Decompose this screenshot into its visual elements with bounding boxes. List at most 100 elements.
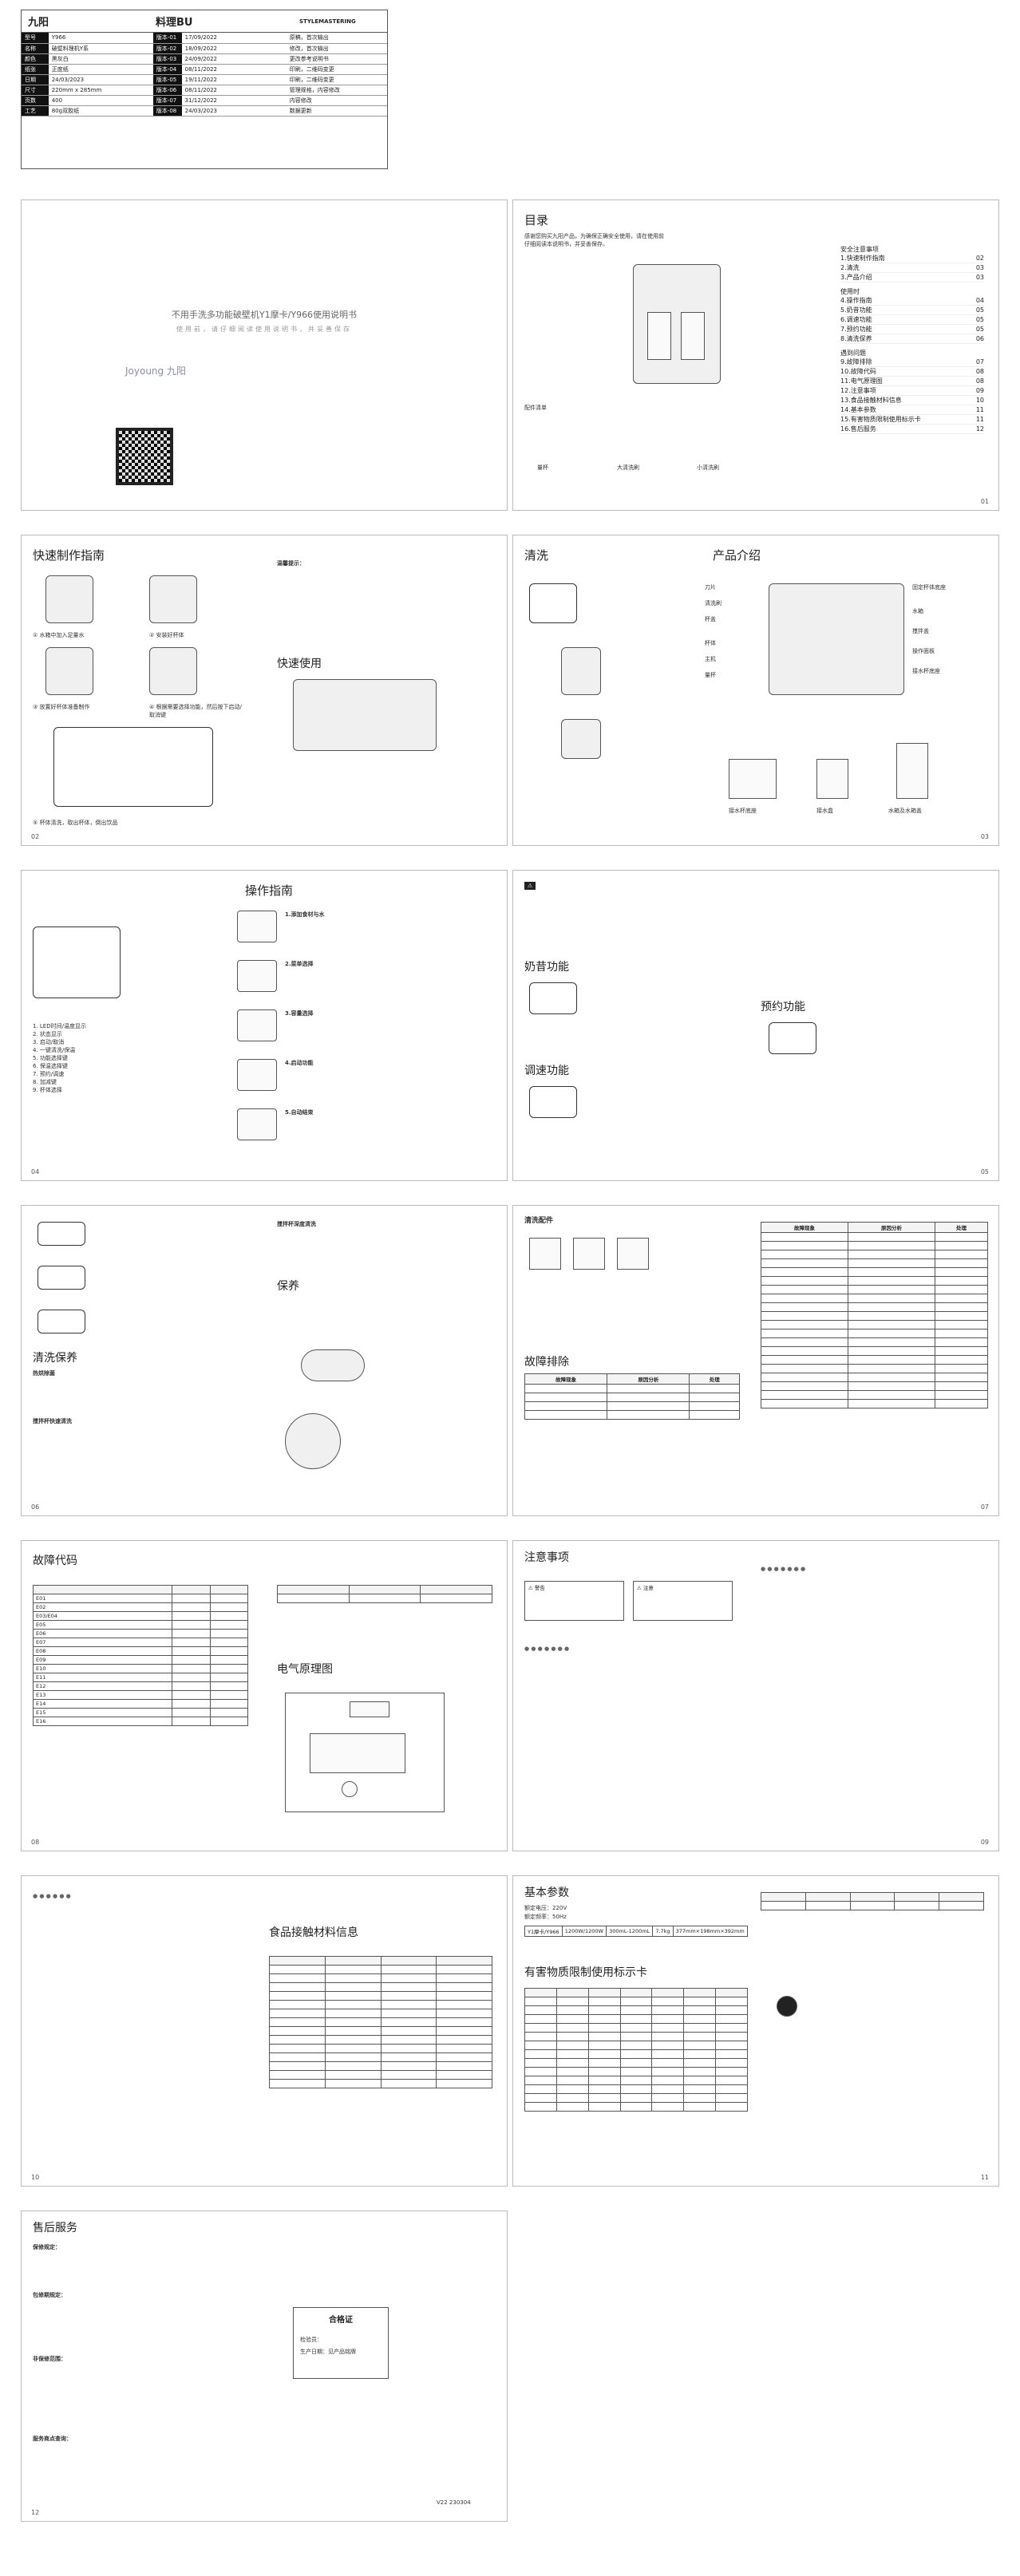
spec-cell: 19/11/2022 xyxy=(181,74,287,85)
toc-item-label: 8.清洗保养 xyxy=(840,335,872,342)
cover-logo: Joyoung 九阳 xyxy=(125,365,186,377)
part-label-6: 量杯 xyxy=(705,672,716,678)
care-heading: 保养 xyxy=(277,1280,299,1293)
part-label-7: 固定杯体底座 xyxy=(912,584,946,591)
step-title: 4.启动功能 xyxy=(285,1060,314,1066)
notes-body-left: ● ● ● ● ● ● ● xyxy=(524,1646,570,1652)
spec-cell: 尺寸 xyxy=(22,85,49,96)
spec-cell: 修改，首次输出 xyxy=(286,43,387,54)
notes-heading: 注意事项 xyxy=(524,1551,569,1564)
error-code: E03/E04 xyxy=(32,1611,173,1621)
toc-item-label: 2.清洗 xyxy=(840,264,860,271)
function-page: ⚠ 奶昔功能 调速功能 预约功能 05 xyxy=(512,870,999,1181)
toc-item-page: 07 xyxy=(975,358,984,365)
page-number: 05 xyxy=(980,1168,989,1175)
panel-item-label: 7. 预约/调速 xyxy=(33,1071,65,1077)
col-header: 原因分析 xyxy=(847,1222,935,1233)
service-page: 售后服务 保修规定： 包修期规定： 非保修范围： 服务商点查询： 合格证 检验员… xyxy=(21,2211,508,2522)
error-code: E01 xyxy=(32,1594,173,1603)
toc-item-label: 13.食品接触材料信息 xyxy=(840,397,902,404)
acc-2-illustration xyxy=(573,1238,605,1270)
speed-panel-illustration xyxy=(529,1086,577,1118)
bottom-label-2: 接水盒 xyxy=(816,808,833,814)
param-power: 1200W/1200W xyxy=(561,1926,607,1937)
cert-line-1: 检验员： xyxy=(300,2337,322,2343)
params-page: 基本参数 额定电压：220V 额定频率：50Hz Y1摩卡/Y966 1200W… xyxy=(512,1875,999,2187)
lid-illustration xyxy=(301,1349,365,1381)
toc-item-label: 6.调速功能 xyxy=(840,316,872,323)
spec-cell: 破壁料理机Y系 xyxy=(48,43,153,54)
acc-heading: 清洗配件 xyxy=(524,1217,554,1225)
caution-box: ⚠ 注意 xyxy=(633,1581,733,1621)
intro-heading: 产品介绍 xyxy=(713,548,761,563)
quick-use-heading: 快速使用 xyxy=(277,658,322,670)
error-code: E09 xyxy=(32,1655,173,1665)
quick-step-2: ② 安装好杯体 xyxy=(149,632,184,638)
spec-cell: 型号 xyxy=(22,33,49,44)
spec-cell: 数据更新 xyxy=(286,105,387,117)
spec-cell: 版本-03 xyxy=(152,53,182,65)
spec-cell: 220mm x 285mm xyxy=(48,85,153,96)
spec-cell: 24/03/2023 xyxy=(48,74,153,85)
toc-group-label: 遇到问题 xyxy=(840,350,866,357)
qr-code-icon xyxy=(116,428,173,485)
spec-cell: 名称 xyxy=(22,43,49,54)
step-illustration xyxy=(237,960,277,992)
toc-item-page: 08 xyxy=(975,377,984,385)
toc-item-page: 06 xyxy=(975,335,984,342)
panel-item-label: 8. 加减键 xyxy=(33,1079,57,1085)
hazard-row xyxy=(524,2084,748,2094)
error-code: E16 xyxy=(32,1717,173,1726)
blade-illustration xyxy=(285,1413,341,1469)
accessory-1: 量杯 xyxy=(537,464,548,471)
clean-step1-illustration xyxy=(529,583,577,623)
clean-step3-illustration xyxy=(561,719,601,759)
bottom-label-3: 水箱及水箱盖 xyxy=(888,808,922,814)
cover-title: 不用手洗多功能破壁机Y1摩卡/Y966使用说明书 xyxy=(171,310,358,320)
water-box-illustration xyxy=(816,759,848,799)
speed-heading: 调速功能 xyxy=(524,1065,569,1077)
toc-item-page: 11 xyxy=(975,406,984,413)
product-illustration xyxy=(769,583,904,695)
step2-illustration xyxy=(149,575,197,623)
col-header: 原因分析 xyxy=(607,1373,690,1385)
spec-cell: 日期 xyxy=(22,74,49,85)
notes-page: 注意事项 ⚠ 警告 ⚠ 注意 ● ● ● ● ● ● ● ● ● ● ● ● ●… xyxy=(512,1540,999,1851)
maint-panel-3 xyxy=(38,1310,85,1333)
circuit-diagram xyxy=(285,1693,445,1812)
spec-cell: 管理规格，内容修改 xyxy=(286,85,387,96)
maint-heading: 清洗保养 xyxy=(33,1352,77,1365)
trouble-table-left: 故障现象 原因分析 处理 xyxy=(524,1373,740,1420)
toc-item-page: 09 xyxy=(975,387,984,394)
error-code: E10 xyxy=(32,1664,173,1673)
step-illustration xyxy=(237,911,277,942)
machine-illustration xyxy=(633,264,721,384)
food-heading: 食品接触材料信息 xyxy=(269,1926,358,1939)
accessories-label: 配件清单 xyxy=(524,405,547,411)
motor-icon xyxy=(342,1781,358,1797)
operation-step: 3.容量选择 xyxy=(237,1009,492,1059)
spec-cell: 24/09/2022 xyxy=(181,53,287,65)
page-number: 10 xyxy=(31,2174,40,2181)
spec-cell: 正度纸 xyxy=(48,64,153,75)
spec-cell: 80g双胶纸 xyxy=(48,105,153,117)
notice-title: 温馨提示： xyxy=(277,560,305,567)
maint-sub2: 搅拌杯快速清洗 xyxy=(33,1418,72,1424)
error-code: E11 xyxy=(32,1673,173,1682)
circuit-block xyxy=(310,1733,405,1773)
clean-step2-illustration xyxy=(561,647,601,695)
hazard-row xyxy=(524,2023,748,2033)
hazard-table xyxy=(524,1988,748,2112)
toc-group-label: 安全注意事项 xyxy=(840,246,879,253)
part-label-3: 杯盖 xyxy=(705,616,716,622)
spec-cell: 黑灰白 xyxy=(48,53,153,65)
